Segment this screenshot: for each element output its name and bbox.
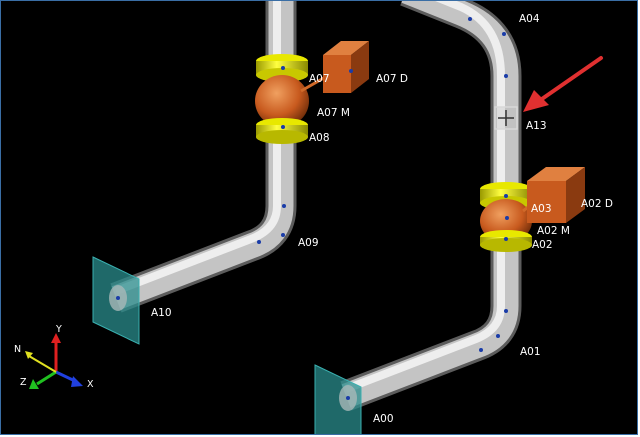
label-a07d: A07 D xyxy=(376,73,408,85)
valve-actuator-a07d[interactable] xyxy=(323,41,369,93)
label-a07: A07 xyxy=(309,73,330,85)
label-a10: A10 xyxy=(151,307,172,319)
coordinate-axes-icon: Y X Z N xyxy=(14,324,94,390)
label-a02d: A02 D xyxy=(581,198,613,210)
axis-label-y: Y xyxy=(55,324,62,335)
node-labels: A04 A07 A07 D A07 M A08 A13 A03 A02 D A0… xyxy=(151,13,613,425)
label-a01: A01 xyxy=(520,346,541,358)
anchor-a00[interactable] xyxy=(314,364,362,435)
label-a00: A00 xyxy=(373,413,394,425)
crosshair-box-icon[interactable] xyxy=(494,106,518,130)
label-a07m: A07 M xyxy=(317,107,350,119)
pipe-run-left[interactable] xyxy=(110,1,297,313)
label-a02: A02 xyxy=(532,239,553,251)
valve-a02[interactable] xyxy=(480,182,537,252)
label-a13: A13 xyxy=(526,120,547,132)
valve-actuator-a02d[interactable] xyxy=(527,167,585,223)
label-a09: A09 xyxy=(298,237,319,249)
axis-label-z: Z xyxy=(20,377,27,388)
anchor-a10[interactable] xyxy=(92,256,140,345)
label-a02m: A02 M xyxy=(537,225,570,237)
label-a04: A04 xyxy=(519,13,540,25)
label-a08: A08 xyxy=(309,132,330,144)
label-a03: A03 xyxy=(531,203,552,215)
node-markers xyxy=(116,17,509,400)
red-arrow-icon xyxy=(523,56,603,112)
valve-a07[interactable] xyxy=(255,54,337,144)
axis-label-n: N xyxy=(14,344,21,355)
axis-label-x: X xyxy=(87,379,94,390)
